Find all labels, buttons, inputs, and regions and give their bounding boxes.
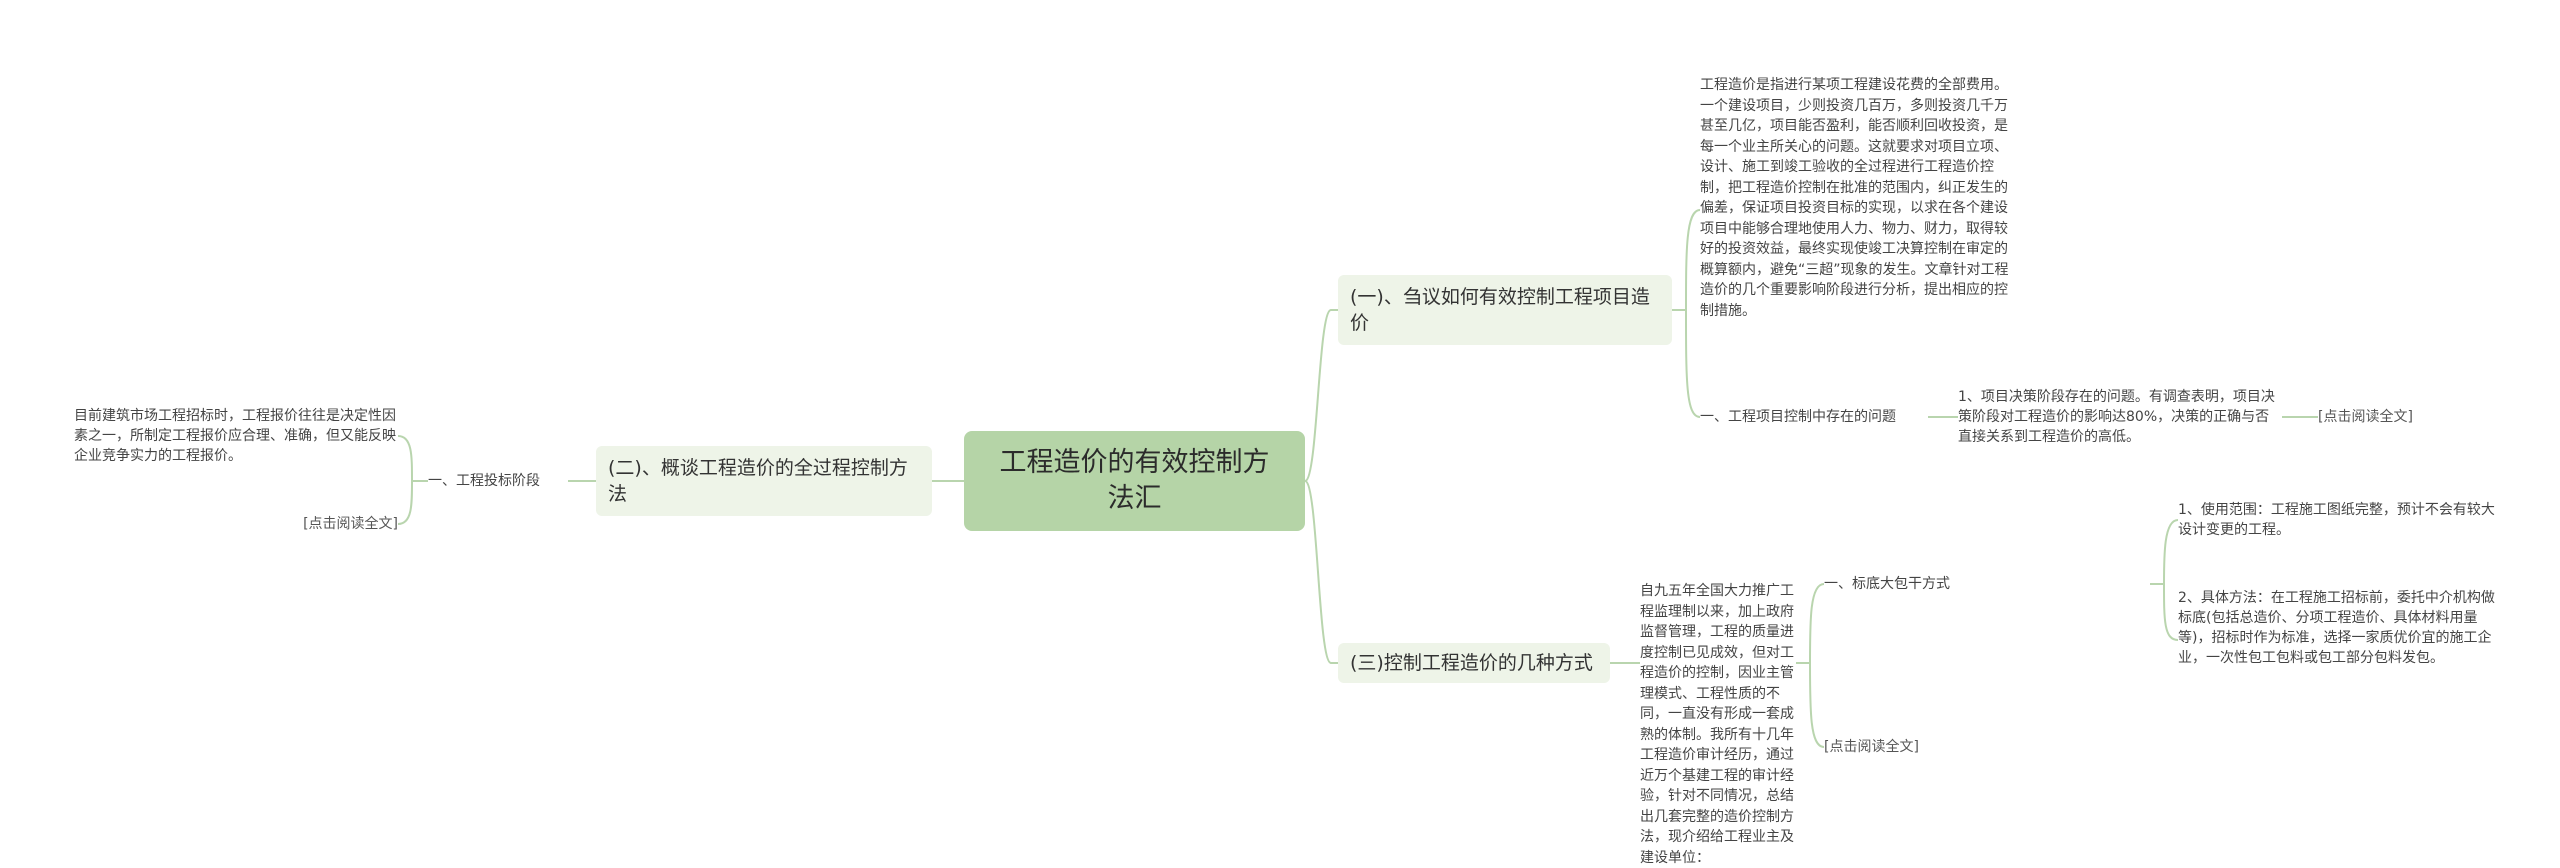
connector-lines	[397, 209, 2318, 748]
branch1-intro-text: 工程造价是指进行某项工程建设花费的全部费用。一个建设项目，少则投资几百万，多则投…	[1700, 77, 2009, 319]
branch3-method-text: 2、具体方法：在工程施工招标前，委托中介机构做标底(包括总造价、分项工程造价、具…	[2178, 590, 2495, 666]
branch1-problem-detail: 1、项目决策阶段存在的问题。有调查表明，项目决策阶段对工程造价的影响达80%，决…	[1958, 389, 2275, 445]
root-topic[interactable]: 工程造价的有效控制方法汇	[964, 431, 1305, 531]
branch3-read-more-link[interactable]: [点击阅读全文]	[1824, 739, 1919, 755]
branch1-read-more-link[interactable]: [点击阅读全文]	[2318, 409, 2413, 425]
branch-topic-3[interactable]: (三)控制工程造价的几种方式	[1338, 643, 1610, 683]
branch2-stage-detail: 目前建筑市场工程招标时，工程报价往往是决定性因素之一，所制定工程报价应合理、准确…	[74, 408, 396, 464]
branch1-problems-topic[interactable]: 一、工程项目控制中存在的问题	[1700, 409, 1896, 425]
branch3-method-topic[interactable]: 一、标底大包干方式	[1824, 576, 1950, 592]
branch2-read-more-link[interactable]: [点击阅读全文]	[303, 516, 398, 532]
branch2-stage-topic[interactable]: 一、工程投标阶段	[428, 473, 540, 489]
branch-topic-1[interactable]: (一)、刍议如何有效控制工程项目造价	[1338, 275, 1672, 345]
branch-topic-2[interactable]: (二)、概谈工程造价的全过程控制方法	[596, 446, 932, 516]
branch3-intro-text: 自九五年全国大力推广工程监理制以来，加上政府监督管理，工程的质量进度控制已见成效…	[1640, 583, 1794, 866]
branch3-scope-text: 1、使用范围：工程施工图纸完整，预计不会有较大设计变更的工程。	[2178, 502, 2495, 538]
